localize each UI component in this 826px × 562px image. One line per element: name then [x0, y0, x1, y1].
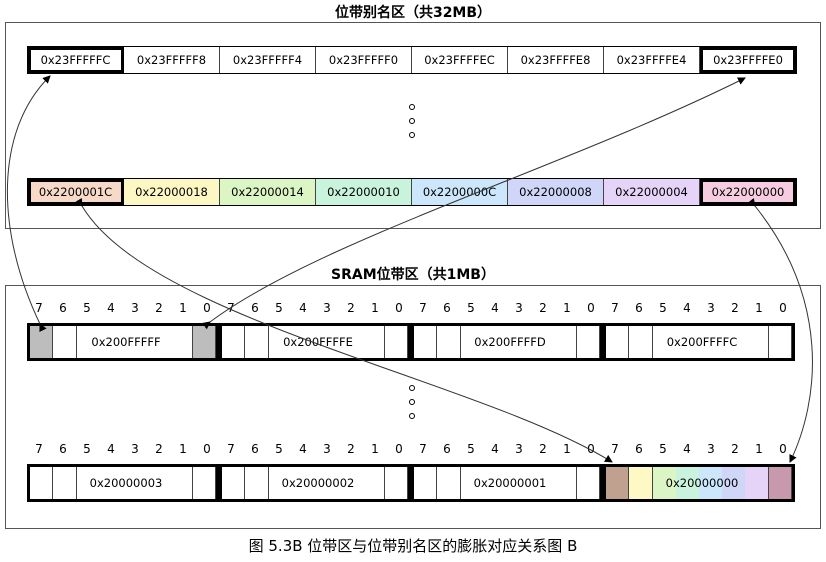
figure-caption: 图 5.3B 位带区与位带别名区的膨胀对应关系图 B: [248, 537, 578, 555]
arrow-bit0-to-23FFFFE0: [201, 77, 746, 330]
sram-bit: [53, 467, 77, 499]
sram-byte: 0x20000001: [411, 464, 603, 502]
sram-bit: [577, 467, 600, 499]
sram-bit: [361, 467, 385, 499]
bit-number: 7: [35, 301, 43, 315]
alias-top-cell: 0x23FFFFFC: [28, 47, 124, 73]
sram-byte-address: 0x200FFFFC: [666, 335, 738, 349]
sram-bit: [768, 467, 792, 499]
sram-bit: [745, 467, 769, 499]
sram-bit: [414, 467, 438, 499]
sram-byte-address: 0x20000000: [665, 476, 739, 490]
sram-bit: [385, 467, 408, 499]
sram-bit: [722, 467, 746, 499]
sram-bit: [629, 326, 653, 358]
arrow-bit7-to-23FFFFFC: [6, 75, 51, 333]
sram-bit: [606, 467, 630, 499]
alias-top-cell: 0x23FFFFE8: [508, 47, 604, 73]
sram-bit: [222, 467, 246, 499]
sram-bit: [553, 467, 577, 499]
sram-bit: [699, 467, 723, 499]
bit-number: 4: [683, 442, 691, 456]
bit-number: 6: [59, 301, 67, 315]
sram-bit: [437, 467, 461, 499]
bit-number: 3: [707, 442, 715, 456]
alias-top-cell: 0x23FFFFF4: [220, 47, 316, 73]
sram-byte: 0x20000003: [27, 464, 219, 502]
sram-bit: [629, 467, 653, 499]
sram-bit: [245, 467, 269, 499]
sram-byte: 0x20000000: [603, 464, 795, 502]
sram-bit: [606, 326, 630, 358]
bit-number: 2: [731, 442, 739, 456]
sram-bit: [193, 467, 216, 499]
sram-byte: 0x20000002: [219, 464, 411, 502]
arrow-2200001C-to-20000000bit7: [74, 197, 613, 463]
sram-byte-address: 0x20000003: [89, 476, 163, 490]
bit-number: 6: [59, 442, 67, 456]
sram-byte-address: 0x20000001: [473, 476, 547, 490]
alias-top-cell: 0x23FFFFF8: [124, 47, 220, 73]
alias-top-cell: 0x23FFFFEC: [412, 47, 508, 73]
alias-top-cell: 0x23FFFFE4: [604, 47, 700, 73]
sram-bit: [30, 467, 54, 499]
sram-bit: [169, 467, 193, 499]
alias-region-title: 位带别名区（共32MB）: [334, 5, 492, 21]
alias-top-cell: 0x23FFFFF0: [316, 47, 412, 73]
bit-number: 7: [611, 442, 619, 456]
sram-bit: [652, 467, 676, 499]
alias-top-cell: 0x23FFFFE0: [700, 47, 796, 73]
bit-number: 7: [35, 442, 43, 456]
sram-bit: [30, 326, 54, 358]
sram-byte-address: 0x20000002: [281, 476, 355, 490]
bit-number: 5: [659, 442, 667, 456]
bit-number: 6: [635, 442, 643, 456]
arrow-22000000-to-20000000bit0: [747, 198, 813, 463]
sram-bit: [675, 467, 699, 499]
